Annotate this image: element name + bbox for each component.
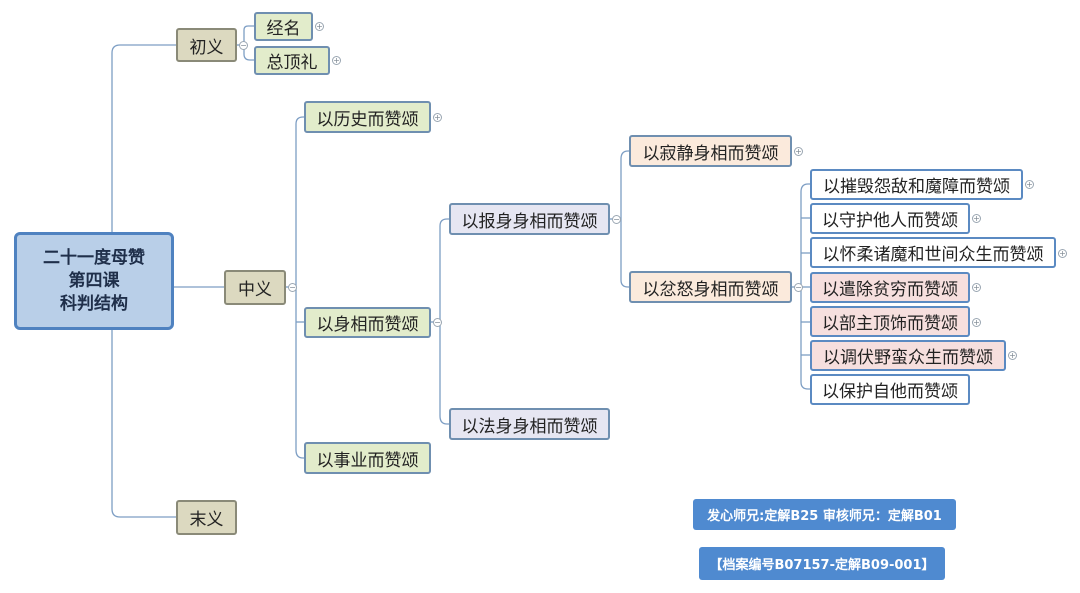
node-shenxiang[interactable]: 以身相而赞颂 [304, 307, 431, 338]
node-buzhu[interactable]: 以部主顶饰而赞颂 [810, 306, 970, 337]
expand-toggle-icon[interactable]: + [972, 283, 981, 292]
root-node[interactable]: 二十一度母赞 第四课 科判结构 [14, 232, 174, 330]
credits-badge: 发心师兄:定解B25 审核师兄：定解B01 [693, 499, 956, 530]
node-baohu[interactable]: 以保护自他而赞颂 [810, 374, 970, 405]
node-huairou[interactable]: 以怀柔诸魔和世间众生而赞颂 [810, 237, 1056, 268]
expand-toggle-icon[interactable]: + [794, 147, 803, 156]
collapse-toggle-icon[interactable]: − [433, 318, 442, 327]
node-mouyi[interactable]: 末义 [176, 500, 237, 535]
collapse-toggle-icon[interactable]: − [794, 283, 803, 292]
expand-toggle-icon[interactable]: + [1025, 180, 1034, 189]
collapse-toggle-icon[interactable]: − [288, 283, 297, 292]
node-cuihui[interactable]: 以摧毁怨敌和魔障而赞颂 [810, 169, 1023, 200]
node-shouhu[interactable]: 以守护他人而赞颂 [810, 203, 970, 234]
collapse-toggle-icon[interactable]: − [239, 41, 248, 50]
expand-toggle-icon[interactable]: + [1058, 249, 1067, 258]
root-line-2: 第四课 [68, 270, 120, 291]
node-fashen[interactable]: 以法身身相而赞颂 [449, 408, 610, 440]
node-qianchu[interactable]: 以遣除贫穷而赞颂 [810, 272, 970, 303]
node-tiaofu[interactable]: 以调伏野蛮众生而赞颂 [810, 340, 1006, 371]
collapse-toggle-icon[interactable]: − [612, 215, 621, 224]
expand-toggle-icon[interactable]: + [315, 22, 324, 31]
node-zongdingli[interactable]: 总顶礼 [254, 46, 330, 75]
expand-toggle-icon[interactable]: + [332, 56, 341, 65]
node-jijing[interactable]: 以寂静身相而赞颂 [629, 135, 792, 167]
expand-toggle-icon[interactable]: + [972, 318, 981, 327]
root-line-3: 科判结构 [60, 293, 128, 314]
root-line-1: 二十一度母赞 [43, 247, 145, 268]
node-zhongyi[interactable]: 中义 [224, 270, 286, 305]
archive-number-badge: 【档案编号B07157-定解B09-001】 [699, 547, 945, 580]
expand-toggle-icon[interactable]: + [1008, 351, 1017, 360]
node-fennu[interactable]: 以忿怒身相而赞颂 [629, 271, 792, 303]
node-shiye[interactable]: 以事业而赞颂 [304, 442, 431, 474]
node-chuyi[interactable]: 初义 [176, 28, 237, 62]
expand-toggle-icon[interactable]: + [972, 214, 981, 223]
node-jingming[interactable]: 经名 [254, 12, 313, 41]
node-lishi[interactable]: 以历史而赞颂 [304, 101, 431, 133]
node-baoshen[interactable]: 以报身身相而赞颂 [449, 203, 610, 235]
expand-toggle-icon[interactable]: + [433, 113, 442, 122]
